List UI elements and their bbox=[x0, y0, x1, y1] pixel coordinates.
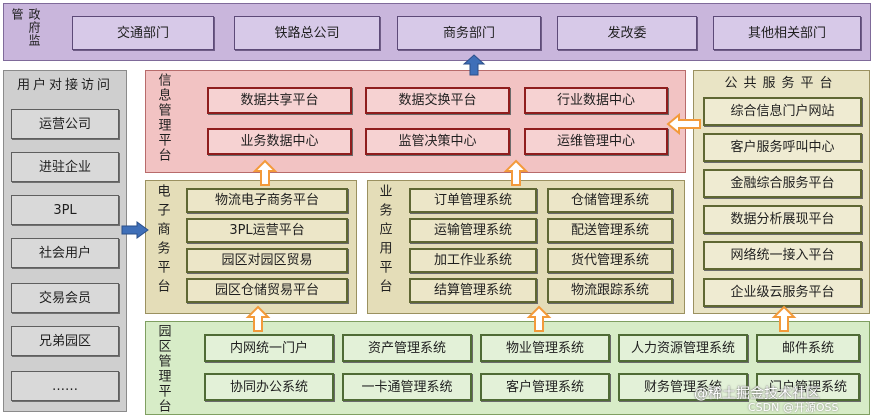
user-item-member[interactable]: 交易会员 bbox=[11, 283, 119, 313]
arrow-up-orange-icon bbox=[503, 159, 529, 186]
watermark-text: @稀土掘金技术社区 bbox=[694, 386, 820, 402]
gov-label: 政府监管 bbox=[10, 8, 41, 47]
gov-item-commerce[interactable]: 商务部门 bbox=[397, 16, 541, 50]
pub-label: 公共服务平台 bbox=[724, 75, 839, 91]
bizapp-item-settlement[interactable]: 结算管理系统 bbox=[409, 278, 537, 303]
arrow-park-to-bizapp bbox=[526, 305, 552, 332]
bizapp-item-processing[interactable]: 加工作业系统 bbox=[409, 248, 537, 273]
bizapp-item-freight[interactable]: 货代管理系统 bbox=[547, 248, 673, 273]
user-item-operator[interactable]: 运营公司 bbox=[11, 109, 119, 139]
arrow-user-to-ecom bbox=[121, 221, 149, 239]
info-item-business-data[interactable]: 业务数据中心 bbox=[207, 128, 352, 155]
info-panel bbox=[145, 70, 686, 173]
arrow-up-blue-icon bbox=[462, 54, 486, 76]
watermark-subtext: CSDN @开源OSS bbox=[748, 401, 839, 414]
gov-item-other[interactable]: 其他相关部门 bbox=[713, 16, 861, 50]
info-label: 信息管理平台 bbox=[155, 73, 171, 163]
ecom-label: 电子商务平台 bbox=[154, 184, 170, 298]
park-item-mail[interactable]: 邮件系统 bbox=[756, 334, 860, 362]
park-item-collaboration[interactable]: 协同办公系统 bbox=[204, 373, 334, 401]
arrow-ecom-to-info bbox=[252, 159, 278, 186]
bizapp-item-order[interactable]: 订单管理系统 bbox=[409, 188, 537, 213]
user-item-sister-park[interactable]: 兄弟园区 bbox=[11, 326, 119, 356]
info-item-industry-data[interactable]: 行业数据中心 bbox=[524, 87, 668, 114]
arrow-up-orange-icon bbox=[245, 305, 271, 332]
park-item-intranet-portal[interactable]: 内网统一门户 bbox=[204, 334, 334, 362]
ecom-item-warehouse-trade[interactable]: 园区仓储贸易平台 bbox=[186, 278, 348, 303]
park-item-card[interactable]: 一卡通管理系统 bbox=[342, 373, 472, 401]
pub-item-callcenter[interactable]: 客户服务呼叫中心 bbox=[703, 133, 862, 162]
bizapp-item-transport[interactable]: 运输管理系统 bbox=[409, 218, 537, 243]
arrow-park-to-pub bbox=[771, 305, 797, 332]
info-item-operations[interactable]: 运维管理中心 bbox=[524, 128, 668, 155]
ecom-item-3pl-operation[interactable]: 3PL运营平台 bbox=[186, 218, 348, 243]
gov-item-transport[interactable]: 交通部门 bbox=[72, 16, 214, 50]
park-item-portal-mgmt[interactable]: 门户管理系统 bbox=[756, 373, 860, 401]
gov-item-railway[interactable]: 铁路总公司 bbox=[234, 16, 380, 50]
park-item-hr[interactable]: 人力资源管理系统 bbox=[618, 334, 748, 362]
park-item-finance[interactable]: 财务管理系统 bbox=[618, 373, 748, 401]
pub-item-network-access[interactable]: 网络统一接入平台 bbox=[703, 241, 862, 270]
park-item-assets[interactable]: 资产管理系统 bbox=[342, 334, 472, 362]
info-item-supervision[interactable]: 监管决策中心 bbox=[365, 128, 510, 155]
park-label: 园区管理平台 bbox=[155, 324, 171, 414]
arrow-info-to-gov bbox=[462, 54, 486, 76]
arrow-park-to-ecom bbox=[245, 305, 271, 332]
bizapp-item-tracking[interactable]: 物流跟踪系统 bbox=[547, 278, 673, 303]
arrow-left-orange-icon bbox=[666, 112, 701, 136]
arrow-bizapp-to-info bbox=[503, 159, 529, 186]
user-item-tenant[interactable]: 进驻企业 bbox=[11, 152, 119, 182]
info-item-data-sharing[interactable]: 数据共享平台 bbox=[207, 87, 352, 114]
pub-item-portal[interactable]: 综合信息门户网站 bbox=[703, 97, 862, 126]
user-label: 用户对接访问 bbox=[16, 77, 113, 93]
info-item-data-exchange[interactable]: 数据交换平台 bbox=[365, 87, 510, 114]
arrow-right-blue-icon bbox=[121, 221, 149, 239]
bizapp-label: 业务应用平台 bbox=[376, 184, 392, 298]
user-item-public[interactable]: 社会用户 bbox=[11, 238, 119, 268]
pub-item-analytics[interactable]: 数据分析展现平台 bbox=[703, 205, 862, 234]
arrow-up-orange-icon bbox=[771, 305, 797, 332]
pub-item-cloud[interactable]: 企业级云服务平台 bbox=[703, 278, 862, 307]
pub-item-finance[interactable]: 金融综合服务平台 bbox=[703, 169, 862, 198]
bizapp-item-warehouse[interactable]: 仓储管理系统 bbox=[547, 188, 673, 213]
arrow-pub-to-info bbox=[666, 112, 701, 136]
gov-item-ndrc[interactable]: 发改委 bbox=[557, 16, 697, 50]
ecom-item-park-trade[interactable]: 园区对园区贸易 bbox=[186, 248, 348, 273]
arrow-up-orange-icon bbox=[526, 305, 552, 332]
park-item-customer[interactable]: 客户管理系统 bbox=[480, 373, 610, 401]
user-item-more[interactable]: …… bbox=[11, 371, 119, 401]
bizapp-item-distribution[interactable]: 配送管理系统 bbox=[547, 218, 673, 243]
arrow-up-orange-icon bbox=[252, 159, 278, 186]
ecom-item-logistics-ecommerce[interactable]: 物流电子商务平台 bbox=[186, 188, 348, 213]
park-item-property[interactable]: 物业管理系统 bbox=[480, 334, 610, 362]
user-item-3pl[interactable]: 3PL bbox=[11, 195, 119, 225]
